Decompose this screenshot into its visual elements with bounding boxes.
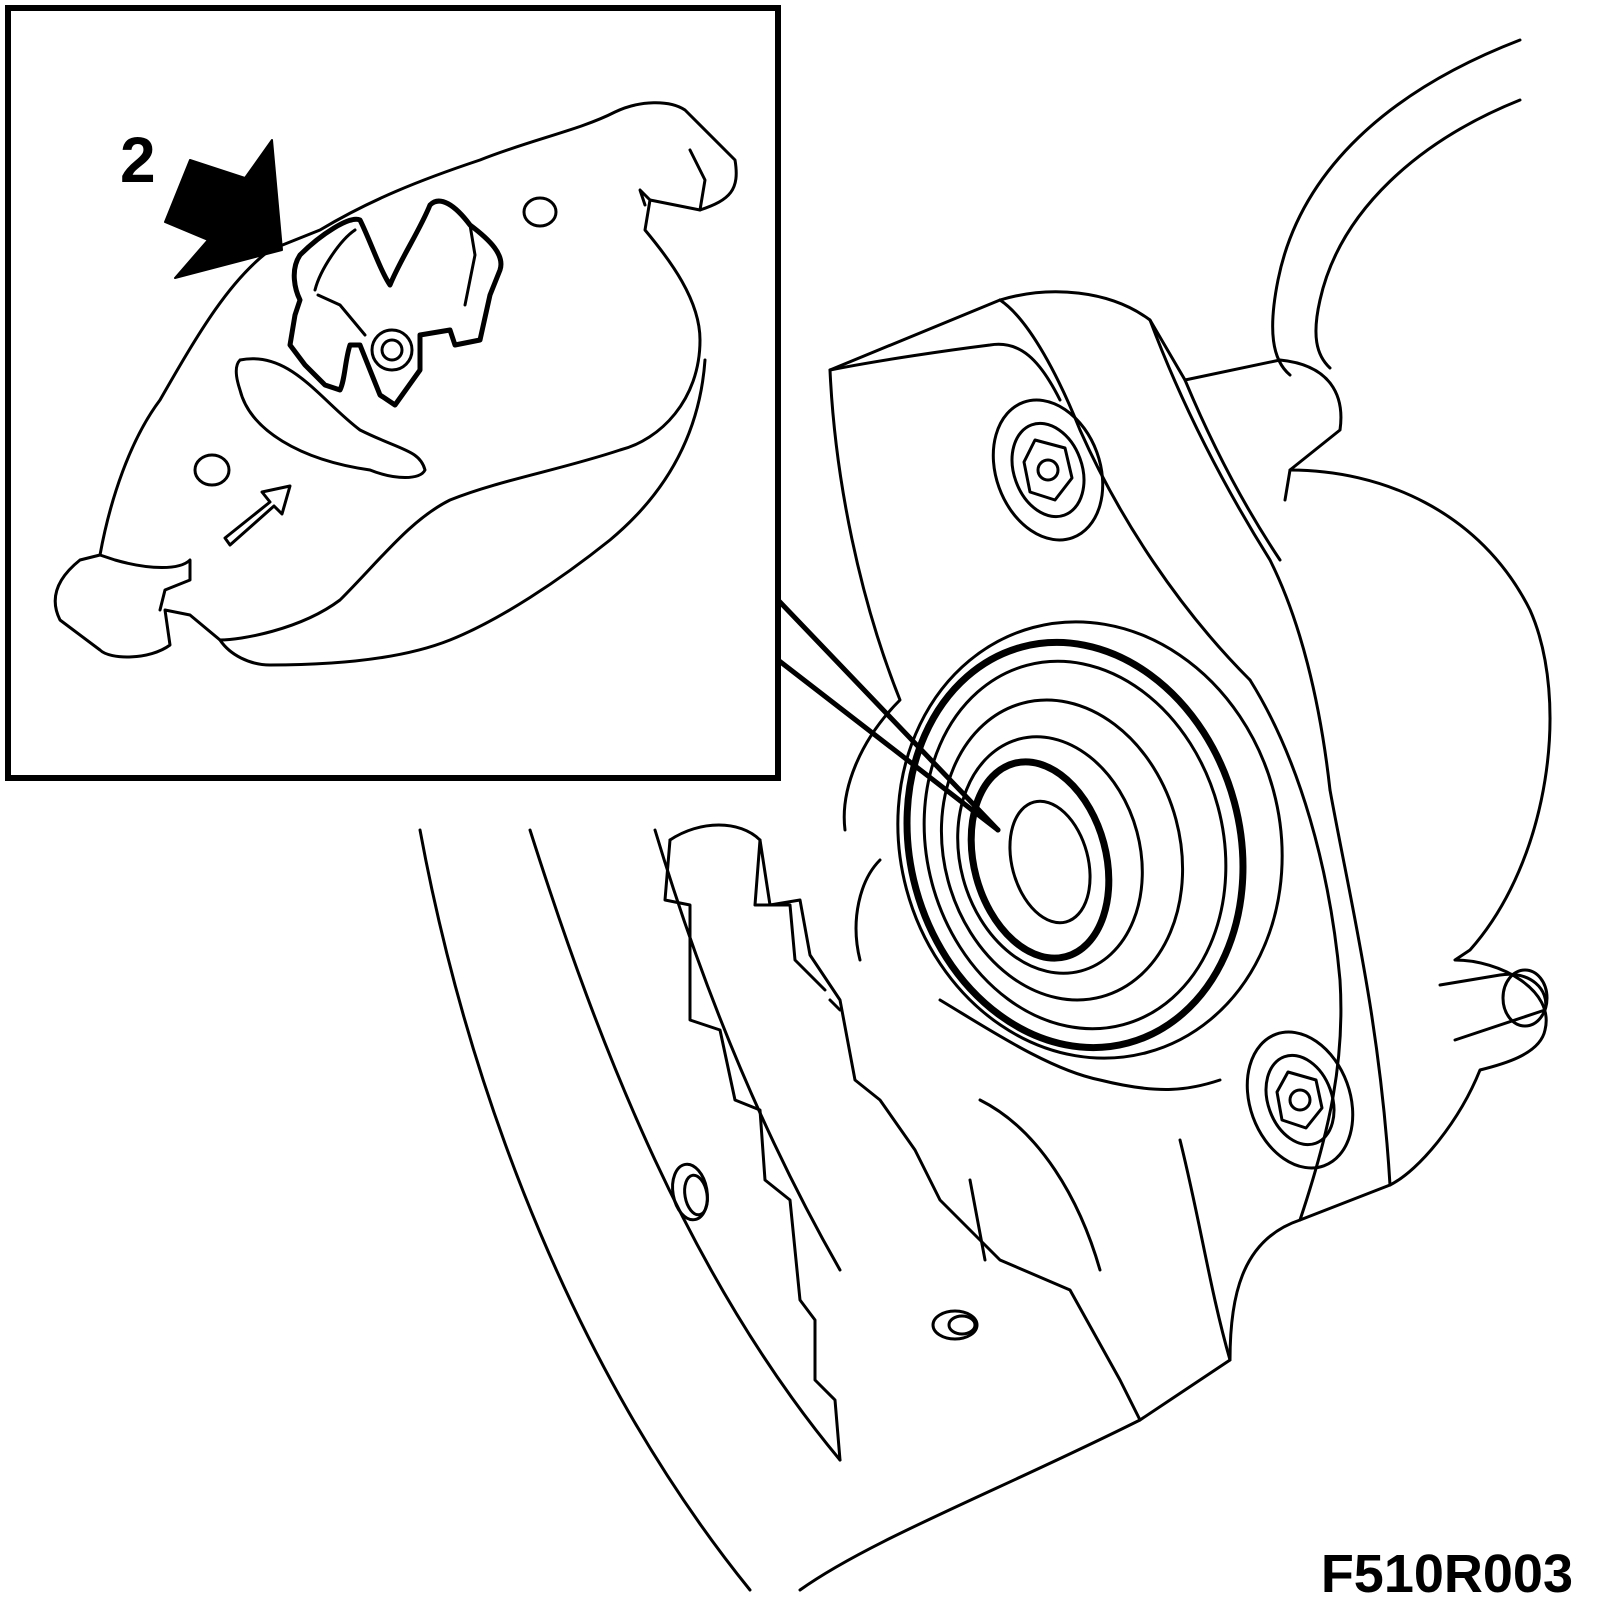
callout-arrow-icon bbox=[164, 139, 283, 279]
brake-disc bbox=[418, 828, 842, 1592]
inset-brake-pad bbox=[53, 101, 738, 667]
brake-caliper-assembly bbox=[418, 38, 1552, 1592]
inset-frame bbox=[5, 5, 781, 781]
anti-rattle-clip bbox=[287, 198, 504, 408]
direction-arrow-icon bbox=[223, 484, 292, 547]
upper-guide-pin bbox=[991, 398, 1105, 542]
callout-arrow bbox=[164, 139, 283, 279]
leader-lines bbox=[775, 597, 1001, 833]
caliper-pad-profile bbox=[663, 823, 1232, 1462]
brake-hose bbox=[1271, 38, 1522, 377]
detail-inset: 2 bbox=[5, 5, 1001, 833]
figure-reference-code: F510R003 bbox=[1321, 1544, 1573, 1604]
backplate-holes bbox=[671, 1162, 979, 1341]
piston-assembly bbox=[896, 620, 1284, 1060]
caliper-housing bbox=[798, 290, 1552, 1592]
lower-guide-pin bbox=[1245, 1030, 1355, 1170]
slide-bolt bbox=[1438, 968, 1549, 1042]
callout-number: 2 bbox=[120, 124, 156, 196]
